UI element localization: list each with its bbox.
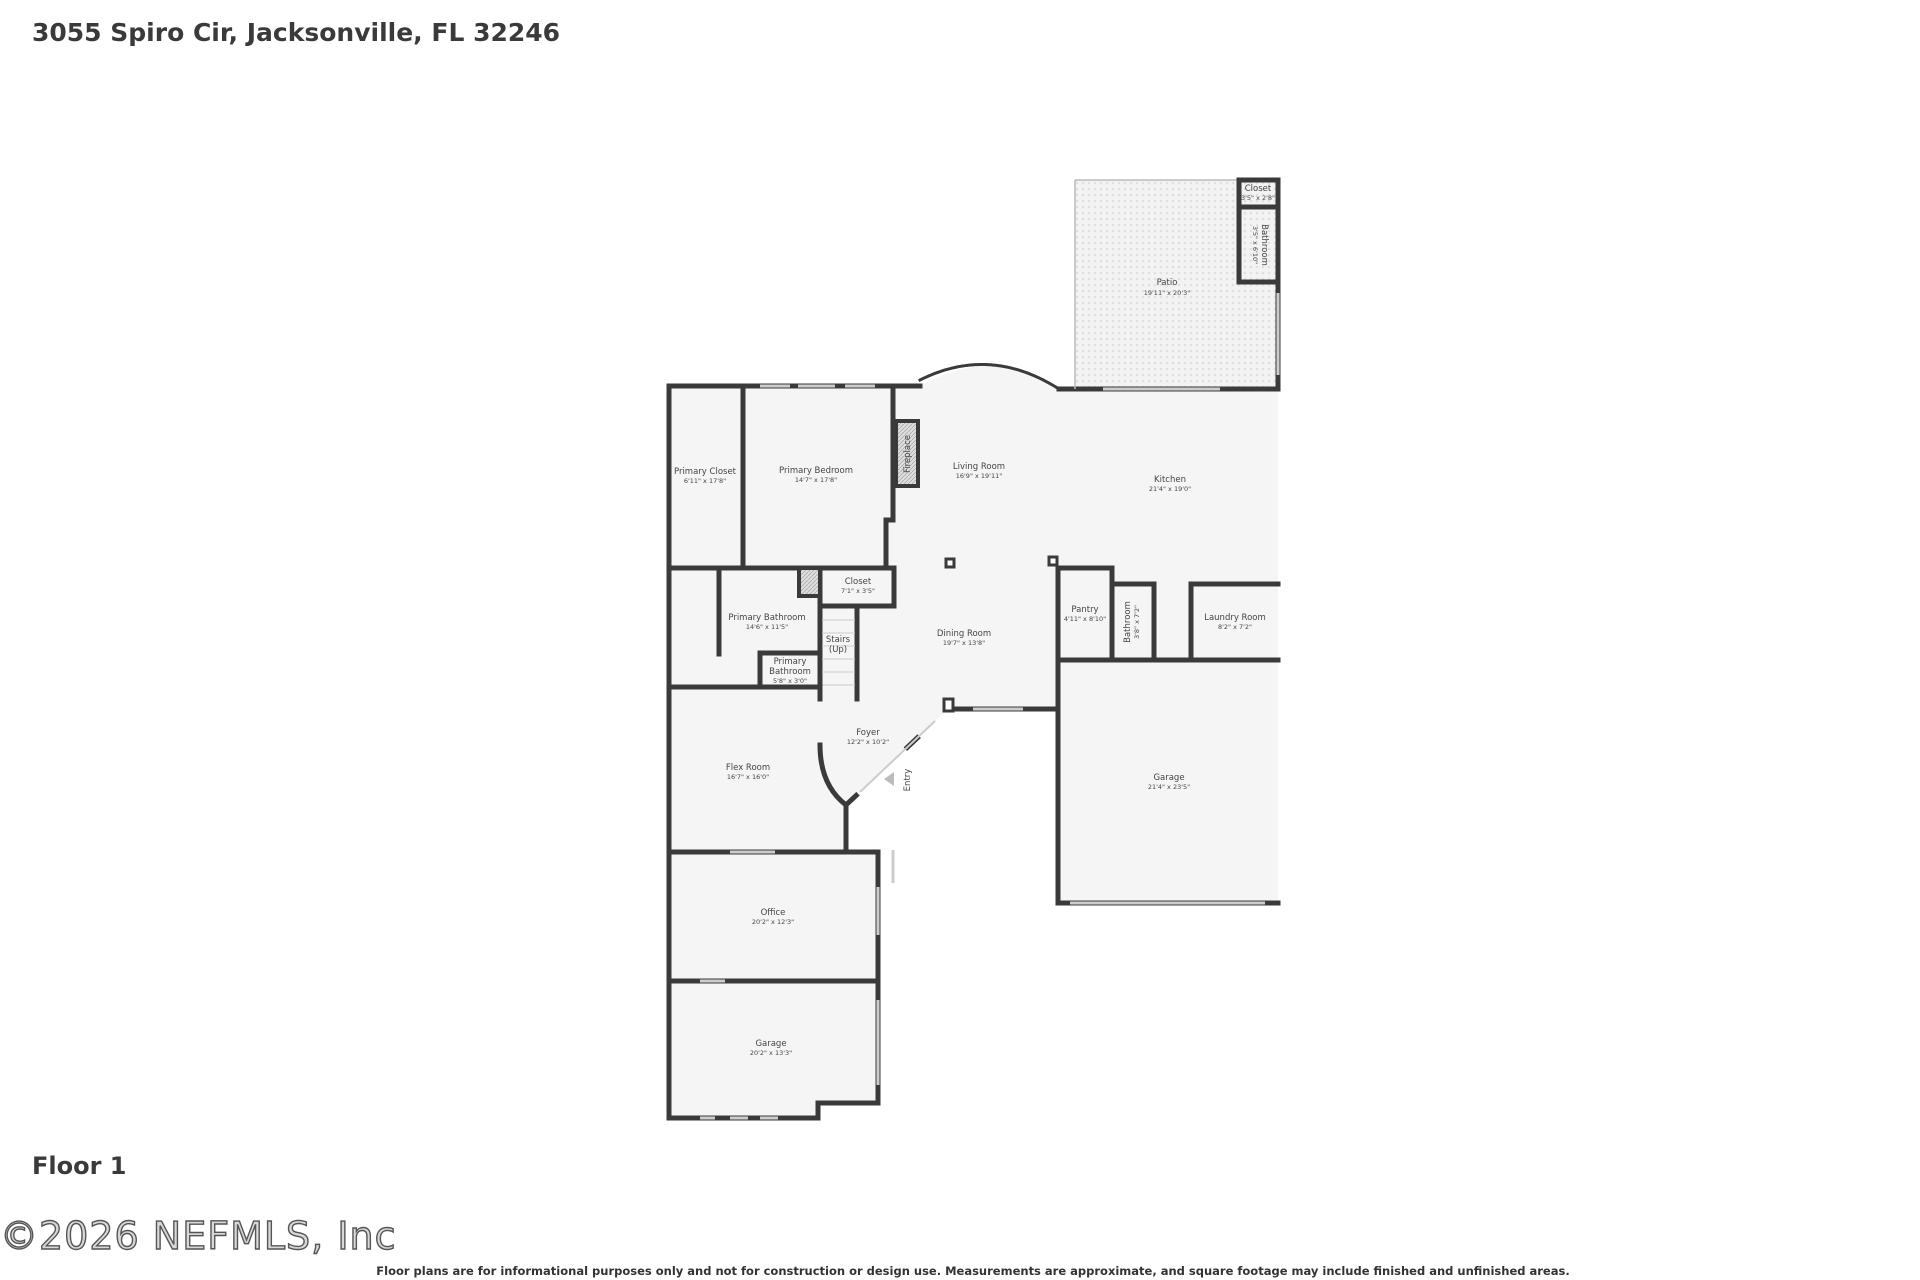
room-name: Garage <box>755 1039 786 1049</box>
room-name: Bathroom <box>1259 224 1269 266</box>
floor-fill <box>669 180 1278 1119</box>
room-name: Primary Bathroom <box>728 613 805 623</box>
room-name: Office <box>761 908 786 918</box>
room-name: Kitchen <box>1154 475 1186 485</box>
room-dim: 16'7" x 16'0" <box>727 773 769 781</box>
room-name: Laundry Room <box>1204 613 1266 623</box>
room-dim: 3'5" x 6'10" <box>1251 226 1259 264</box>
room-name: Foyer <box>856 728 880 738</box>
room-name: Closet <box>845 577 872 587</box>
entry-label: Entry <box>903 769 913 792</box>
room-name: Flex Room <box>726 763 770 773</box>
room-name: Bathroom <box>1123 601 1133 643</box>
room-name: Patio <box>1157 278 1178 288</box>
room-dim: 21'4" x 23'5" <box>1148 783 1190 791</box>
room-dim: 19'11" x 20'3" <box>1144 289 1190 297</box>
fireplace <box>894 419 920 488</box>
room-dim: 21'4" x 19'0" <box>1149 485 1191 493</box>
disclaimer: Floor plans are for informational purpos… <box>376 1264 1570 1278</box>
room-name: Fireplace <box>903 435 913 473</box>
room-dim: 19'7" x 13'8" <box>943 639 985 647</box>
room-name: Stairs <box>826 635 851 645</box>
room-name: Closet <box>1245 184 1272 194</box>
room-name: (Up) <box>829 645 847 655</box>
room-name: Garage <box>1153 773 1184 783</box>
room-name: Living Room <box>953 462 1005 472</box>
page-title: 3055 Spiro Cir, Jacksonville, FL 32246 <box>32 18 561 47</box>
room-labels: Patio 19'11" x 20'3" Closet 3'5" x 2'8" … <box>674 184 1275 1057</box>
room-dim: 12'2" x 10'2" <box>847 738 889 746</box>
room-name: Dining Room <box>937 629 991 639</box>
room-dim: 20'2" x 13'3" <box>750 1049 792 1057</box>
room-dim: 20'2" x 12'3" <box>752 918 794 926</box>
room-dim: 5'8" x 3'0" <box>773 677 807 685</box>
room-dim: 8'2" x 7'2" <box>1218 623 1252 631</box>
room-dim: 6'11" x 17'8" <box>684 477 726 485</box>
room-dim: 14'6" x 11'5" <box>746 623 788 631</box>
room-name: Primary Bedroom <box>779 466 853 476</box>
room-name: Bathroom <box>769 667 811 677</box>
room-name: Primary <box>774 657 807 667</box>
entry-arrow-icon <box>884 772 894 786</box>
room-dim: 16'9" x 19'11" <box>956 472 1002 480</box>
room-dim: 14'7" x 17'8" <box>795 476 837 484</box>
walls <box>666 177 1281 1121</box>
room-dim: 4'11" x 8'10" <box>1064 615 1106 623</box>
room-dim: 3'8" x 7'2" <box>1133 605 1141 639</box>
floor-label: Floor 1 <box>32 1152 127 1180</box>
room-dim: 3'5" x 2'8" <box>1241 194 1275 202</box>
room-name: Pantry <box>1071 605 1098 615</box>
watermark: ©2026 NEFMLS, Inc <box>0 1213 397 1258</box>
room-name: Primary Closet <box>674 467 737 477</box>
room-dim: 7'1" x 3'5" <box>841 587 875 595</box>
